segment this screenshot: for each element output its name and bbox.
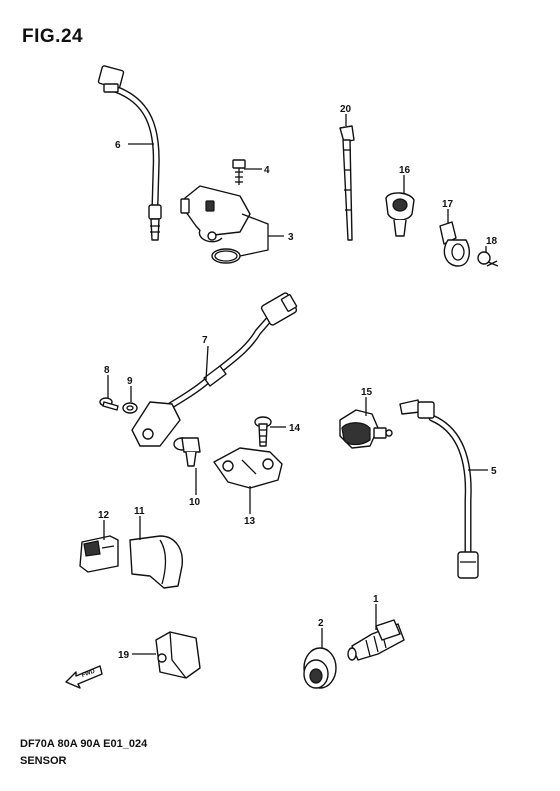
callout-numbers: 6 4 3 20 16 17 18 7 8 9 10 14 13 15 5 12…	[98, 104, 498, 661]
callout-8: 8	[104, 365, 110, 376]
part-12-rubber-block	[79, 535, 119, 573]
callout-7: 7	[202, 335, 208, 346]
part-15-pressure-switch	[339, 409, 393, 449]
part-16-clip	[385, 192, 415, 237]
part-10-plug	[173, 437, 201, 467]
part-19-sensor-block	[155, 631, 201, 679]
part-5-sensor-wire	[399, 399, 479, 579]
part-18-screw	[477, 251, 499, 267]
part-20-cable-tie	[339, 125, 355, 241]
callout-10: 10	[189, 497, 201, 508]
callout-1: 1	[373, 594, 379, 605]
figure-code: DF70A 80A 90A E01_024	[20, 738, 148, 750]
callout-17: 17	[442, 199, 454, 210]
part-2-grommet	[303, 647, 337, 689]
callout-12: 12	[98, 510, 110, 521]
part-9-washer	[122, 402, 138, 414]
callout-6: 6	[115, 140, 121, 151]
callout-19: 19	[118, 650, 130, 661]
part-14-bolt	[254, 416, 272, 447]
figure-name: SENSOR	[20, 755, 67, 767]
callout-5: 5	[491, 466, 497, 477]
callout-20: 20	[340, 104, 352, 115]
callout-18: 18	[486, 236, 498, 247]
part-11-cover	[129, 535, 183, 589]
part-3-map-sensor	[180, 185, 251, 264]
figure-title: FIG.24	[22, 26, 84, 47]
part-6-temperature-sensor	[97, 65, 162, 241]
callout-14: 14	[289, 423, 301, 434]
part-4-bolt	[232, 159, 246, 185]
part-1-sender-unit	[347, 619, 405, 661]
fwd-arrow-label: FWD	[81, 668, 97, 679]
callout-4: 4	[264, 165, 270, 176]
part-7-crank-position-sensor	[131, 292, 298, 447]
callout-15: 15	[361, 387, 373, 398]
callout-11: 11	[134, 506, 145, 517]
callout-9: 9	[127, 376, 133, 387]
part-8-bolt	[99, 397, 119, 411]
leader-lines	[103, 114, 488, 655]
callout-2: 2	[318, 618, 324, 629]
callout-16: 16	[399, 165, 411, 176]
part-13-bracket	[213, 447, 283, 489]
part-17-clamp	[439, 221, 470, 267]
fwd-arrow-icon: FWD	[65, 665, 103, 689]
callout-13: 13	[244, 516, 256, 527]
callout-3: 3	[288, 232, 294, 243]
